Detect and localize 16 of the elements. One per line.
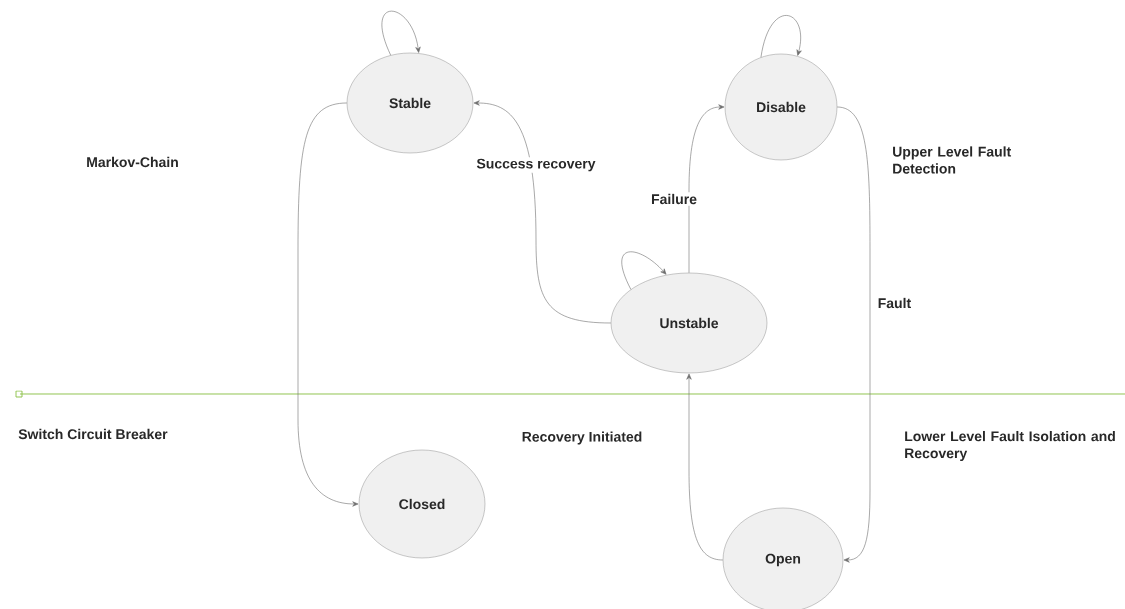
arrow (686, 373, 724, 561)
arrow (473, 100, 612, 324)
note-text: Markov-Chain (87, 156, 178, 168)
note-text: Lower Level Fault Isolation and Recovery (905, 430, 1115, 461)
edge-label: Fault (876, 296, 913, 310)
arrow (688, 104, 725, 274)
arrow (297, 102, 359, 507)
note-text: Switch Circuit Breaker (18, 428, 168, 440)
arrow (381, 10, 421, 56)
arrow (621, 251, 667, 290)
arrow (836, 106, 871, 563)
edge-label: Failure (649, 192, 699, 206)
edge-label: Success recovery (474, 157, 598, 173)
edge-label: Recovery Initiated (520, 429, 644, 446)
note-text: Upper Level Fault Detection (893, 146, 1012, 174)
arrow (760, 15, 802, 58)
